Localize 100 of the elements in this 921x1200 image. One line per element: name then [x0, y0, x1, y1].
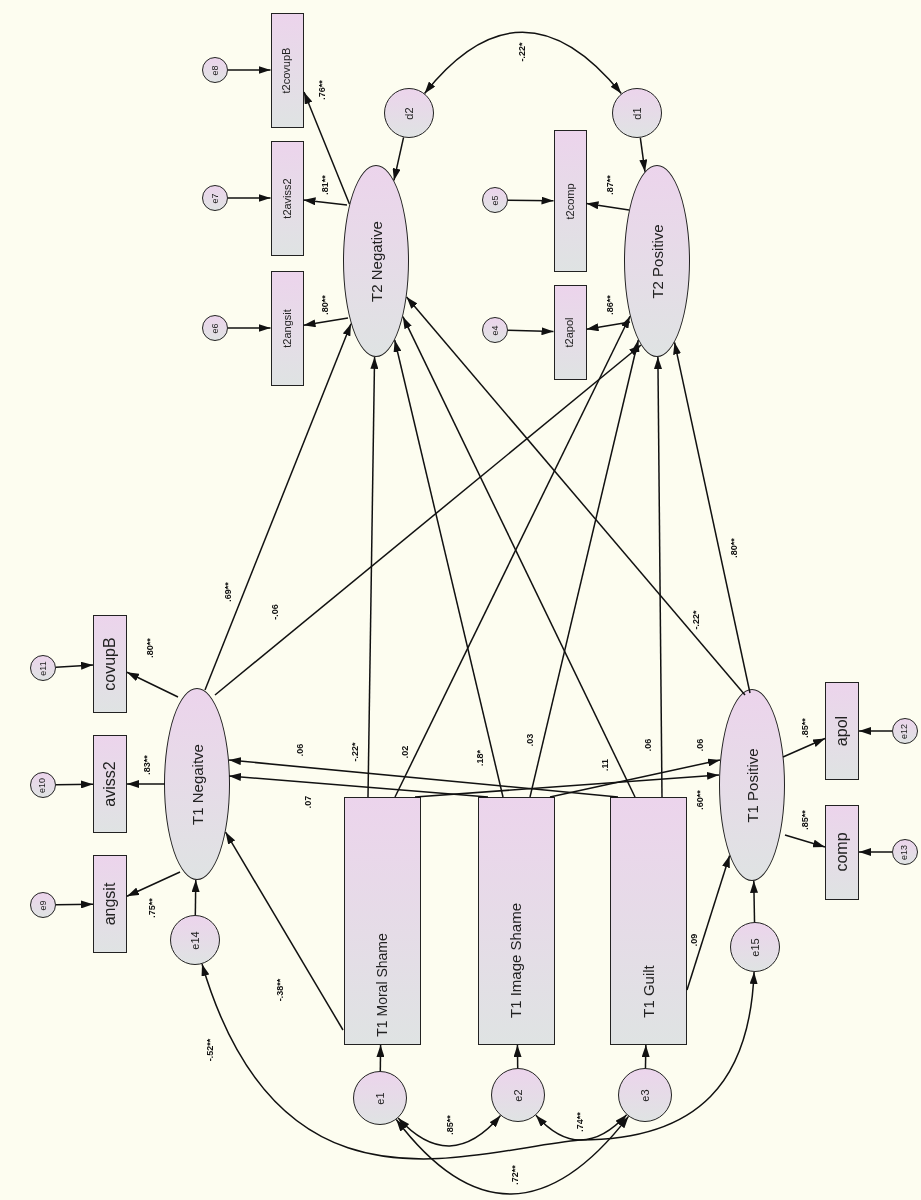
arrow — [641, 1044, 650, 1069]
arrow — [227, 324, 272, 332]
double-headed-arrow — [395, 1115, 630, 1195]
observed-box: T1 Image Shame — [477, 797, 555, 1045]
observed-box: angsit — [93, 855, 127, 953]
edge-label: .18* — [475, 749, 485, 767]
arrow — [654, 356, 663, 798]
error-circle: e15 — [730, 922, 780, 972]
arrow — [126, 780, 166, 788]
observed-box: T1 Guilt — [609, 797, 687, 1045]
edge-label: -.52** — [205, 1037, 215, 1063]
edge-label: .06 — [643, 737, 653, 753]
observed-box: t2apol — [553, 284, 587, 380]
error-circle: e11 — [30, 655, 56, 681]
edge-label: -.06 — [270, 603, 280, 621]
double-headed-arrow — [201, 963, 758, 1160]
arrow — [673, 341, 751, 694]
error-circle: e5 — [482, 187, 508, 213]
arrow — [858, 727, 893, 735]
arrow — [303, 91, 351, 205]
error-circle: e3 — [618, 1068, 672, 1122]
edge-label: -.22* — [691, 609, 701, 631]
edge-label: .80** — [145, 637, 155, 659]
edge-label: .11 — [600, 758, 610, 772]
edge-label: .81** — [320, 174, 330, 196]
arrow — [585, 321, 631, 332]
arrow — [414, 771, 720, 798]
arrow — [55, 900, 94, 909]
error-circle: e14 — [170, 915, 220, 965]
edge-label: .74** — [575, 1111, 585, 1133]
arrow — [507, 196, 555, 205]
edge-label: -.38** — [275, 977, 285, 1003]
arrow — [585, 201, 630, 211]
arrow — [686, 854, 731, 991]
observed-box: t2comp — [553, 130, 587, 272]
observed-box: t2covupB — [270, 12, 304, 128]
observed-box: apol — [825, 682, 859, 780]
error-circle: d1 — [612, 88, 662, 138]
double-headed-arrow — [535, 1114, 628, 1141]
edge-label: .87** — [605, 174, 615, 196]
arrow — [367, 356, 379, 798]
edge-label: .07 — [303, 794, 313, 810]
arrow — [227, 66, 272, 74]
edge-label: .06 — [695, 737, 705, 753]
arrow — [549, 758, 721, 798]
arrow — [376, 1044, 385, 1072]
latent-ellipse: T2 Negative — [343, 165, 409, 357]
edge-label: .80** — [320, 294, 330, 316]
error-circle: e8 — [202, 57, 228, 83]
arrow — [513, 1044, 522, 1069]
latent-ellipse: T1 Positive — [719, 689, 785, 881]
double-headed-arrow — [423, 31, 622, 95]
edge-label: -.22* — [350, 741, 360, 763]
arrow — [224, 831, 344, 1031]
arrow — [55, 780, 94, 789]
edge-label: .60** — [695, 789, 705, 811]
edge-label: .80** — [729, 537, 739, 559]
arrow — [214, 344, 642, 696]
arrow — [227, 194, 272, 202]
error-circle: e4 — [482, 317, 508, 343]
arrow — [228, 757, 619, 798]
arrow — [529, 339, 640, 798]
arrow — [228, 773, 489, 798]
arrow — [126, 671, 179, 698]
arrow — [55, 661, 94, 670]
latent-ellipse: T1 Negaitve — [164, 688, 230, 880]
edge-label: .86** — [605, 294, 615, 316]
edge-label: .76** — [317, 79, 327, 101]
error-circle: e13 — [892, 839, 918, 865]
edge-label: .06 — [295, 742, 305, 758]
error-circle: e9 — [30, 892, 56, 918]
observed-box: comp — [825, 804, 859, 900]
arrow — [782, 737, 826, 758]
arrow — [639, 137, 648, 173]
arrow — [858, 848, 893, 856]
edge-label: .02 — [400, 744, 410, 760]
edge-label: .83** — [142, 754, 152, 776]
arrow — [393, 339, 504, 798]
edge-label: .75** — [147, 897, 157, 919]
error-circle: e12 — [892, 718, 918, 744]
arrow — [507, 327, 555, 336]
edge-label: .72** — [510, 1164, 520, 1186]
arrow — [405, 296, 746, 696]
arrow — [302, 197, 348, 206]
observed-box: t2angsit — [270, 270, 304, 386]
arrow — [204, 322, 352, 691]
observed-box: covupB — [93, 615, 127, 713]
latent-ellipse: T2 Positive — [624, 165, 690, 357]
double-headed-arrow — [397, 1114, 502, 1147]
arrow — [302, 317, 349, 328]
error-circle: e6 — [202, 315, 228, 341]
error-circle: d2 — [384, 88, 434, 138]
error-circle: e7 — [202, 185, 228, 211]
arrow — [750, 880, 758, 923]
edge-label: -.22* — [517, 41, 527, 63]
edge-label: .09 — [689, 932, 699, 948]
error-circle: e10 — [30, 772, 56, 798]
edge-label: .69** — [223, 581, 233, 603]
arrow — [126, 871, 181, 897]
observed-box: aviss2 — [93, 735, 127, 833]
